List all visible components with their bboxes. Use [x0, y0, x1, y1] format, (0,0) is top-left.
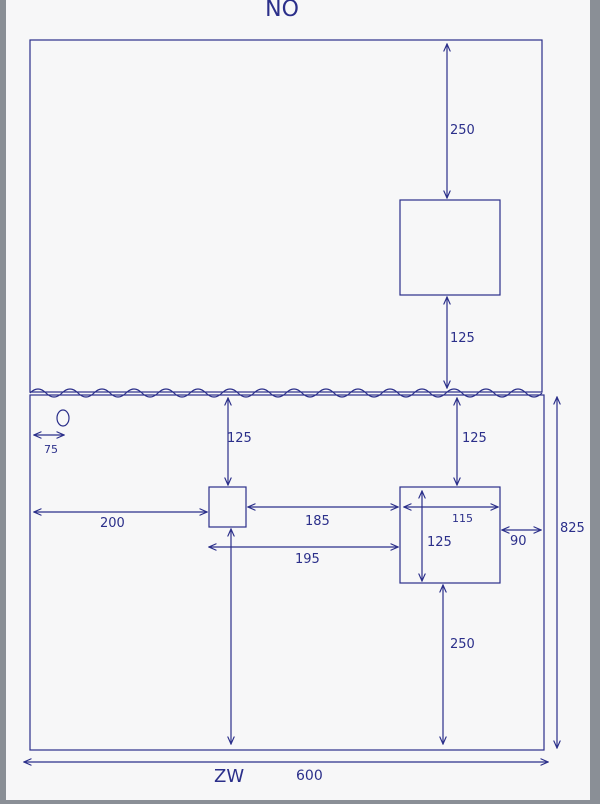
marker-circle: [56, 409, 70, 427]
small-box: [208, 486, 247, 528]
dim-divider-to-large-box-label: 125: [462, 431, 487, 446]
large-box-to-bottom-label: 250: [450, 637, 475, 652]
dim-divider-to-small-box-label: 125: [227, 431, 252, 446]
header-label: NO: [265, 0, 299, 22]
dim-small-to-large-span-label: 195: [295, 552, 320, 567]
large-box-width-label: 115: [452, 512, 473, 525]
overall-height-label: 825: [560, 521, 585, 536]
top-panel-outline: [29, 39, 543, 393]
dim-top-to-box-label: 250: [450, 123, 475, 138]
footer-label: ZW: [214, 766, 244, 787]
dim-left-to-small-box-label: 200: [100, 516, 125, 531]
wavy-divider: [29, 388, 543, 398]
dim-small-to-large-gap-label: 185: [305, 514, 330, 529]
large-box-height-label: 125: [427, 535, 452, 550]
paper-sheet: [6, 0, 590, 800]
bottom-panel-outline: [29, 394, 545, 751]
overall-width-label: 600: [296, 768, 323, 784]
dim-box-to-divider-label: 125: [450, 331, 475, 346]
dim-marker-offset-label: 75: [44, 443, 58, 456]
large-box-to-right-label: 90: [510, 534, 527, 549]
large-box: [399, 486, 501, 584]
top-panel-box: [399, 199, 501, 296]
